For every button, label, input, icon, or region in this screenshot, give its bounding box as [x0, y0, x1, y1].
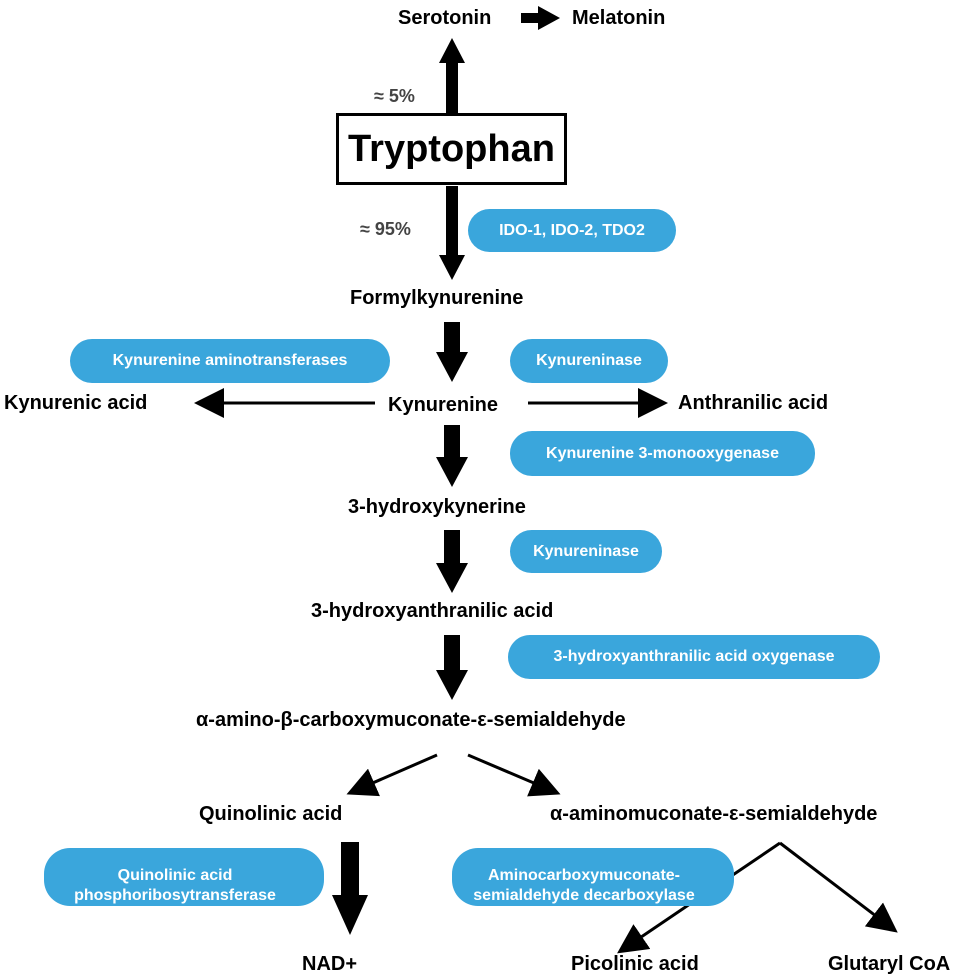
arrow-kynurenine-to-hydroxykynerine [436, 425, 468, 487]
arrow-formylkynurenine-to-kynurenine [436, 322, 468, 382]
label-nad: NAD+ [302, 953, 358, 975]
label-quinolinic-acid: Quinolinic acid [199, 803, 343, 825]
label-hydroxyanthranilic-acid: 3-hydroxyanthranilic acid [311, 600, 554, 622]
label-percent-kynurenine: ≈ 95% [360, 219, 411, 239]
arrow-tryptophan-to-formylkynurenine [439, 186, 465, 280]
label-serotonin: Serotonin [398, 7, 492, 29]
enzyme-kynurenine-aminotransferases: Kynurenine aminotransferases [70, 339, 390, 383]
enzyme-kynurenine-monooxygenase: Kynurenine 3-monooxygenase [510, 431, 815, 476]
arrow-acms-to-ams [467, 753, 561, 797]
enzyme-quinolinic-phosphoribosyltransferase: Quinolinic acid phosphoribosytransferase [44, 848, 324, 906]
enzyme-hydroxyanthranilic-oxygenase: 3-hydroxyanthranilic acid oxygenase [508, 635, 880, 679]
label-hydroxykynerine: 3-hydroxykynerine [348, 496, 526, 518]
enzyme-ido-tdo: IDO-1, IDO-2, TDO2 [468, 209, 676, 252]
arrow-acms-to-quinolinic-acid [346, 753, 438, 797]
arrow-hydroxyanthranilic-to-acms [436, 635, 468, 700]
label-melatonin: Melatonin [572, 7, 666, 29]
arrow-ams-branch-right [779, 841, 898, 933]
enzyme-acms-decarboxylase: Aminocarboxymuconate- semialdehyde decar… [452, 848, 734, 906]
label-ams: α-aminomuconate-ε-semialdehyde [550, 803, 878, 825]
arrow-hydroxykynerine-to-hydroxyanthranilic [436, 530, 468, 593]
enzyme-acmsd-line1: Aminocarboxymuconate- [487, 867, 681, 884]
label-kynurenine: Kynurenine [388, 394, 499, 416]
tryptophan-box: Tryptophan [336, 113, 567, 185]
label-percent-serotonin: ≈ 5% [374, 86, 415, 106]
enzyme-qprt-line2: phosphoribosytransferase [74, 887, 276, 904]
enzyme-kynureninase-1: Kynureninase [510, 339, 668, 383]
label-picolinic-acid: Picolinic acid [571, 953, 699, 975]
label-formylkynurenine: Formylkynurenine [350, 287, 524, 309]
arrow-serotonin-to-melatonin [521, 6, 560, 30]
label-glutaryl-coa: Glutaryl CoA [828, 953, 951, 975]
label-acms: α-amino-β-carboxymuconate-ε-semialdehyde [196, 709, 626, 731]
enzyme-qprt-line1: Quinolinic acid [117, 867, 233, 884]
label-kynurenic-acid: Kynurenic acid [4, 392, 148, 414]
label-tryptophan: Tryptophan [348, 127, 555, 170]
arrow-quinolinic-to-nad [332, 842, 368, 935]
arrow-tryptophan-to-serotonin [439, 38, 465, 113]
enzyme-kynureninase-2: Kynureninase [510, 530, 662, 573]
label-anthranilic-acid: Anthranilic acid [678, 392, 829, 414]
enzyme-acmsd-line2: semialdehyde decarboxylase [473, 887, 695, 904]
